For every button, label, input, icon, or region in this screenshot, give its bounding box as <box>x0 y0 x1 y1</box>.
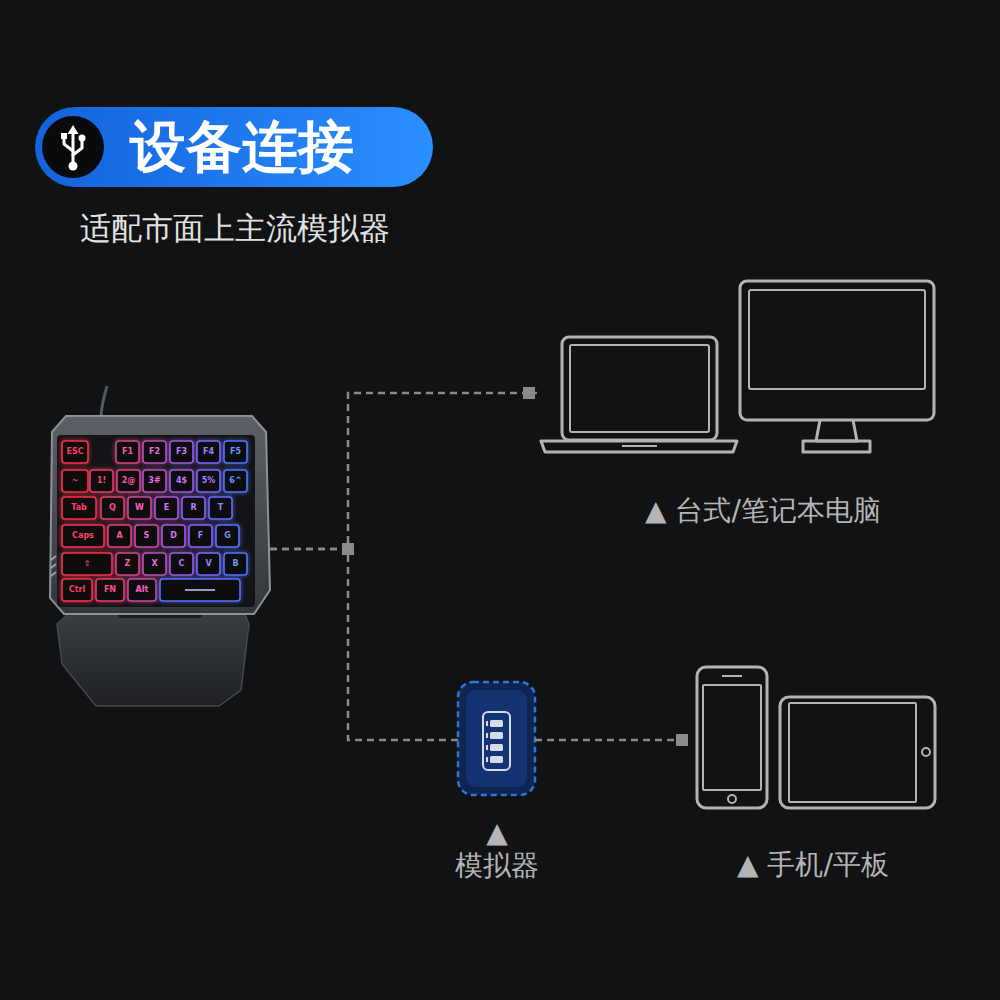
key-legend: E <box>155 497 178 519</box>
key-legend: ESC <box>62 441 88 463</box>
keycap <box>62 441 88 463</box>
key-legend: ~ <box>62 470 88 492</box>
title: 设备连接 <box>130 107 354 187</box>
junction-squares <box>342 387 688 746</box>
key-legend: B <box>224 553 247 575</box>
keycap <box>197 553 220 575</box>
title-pill <box>35 107 433 187</box>
key-legend: R <box>182 497 205 519</box>
emulator-node: ▲ 模拟器 <box>458 682 535 883</box>
keycap <box>197 441 220 463</box>
keycap <box>62 579 92 601</box>
key-legend: X <box>143 553 166 575</box>
device-label: ▲ 模拟器 <box>442 816 552 883</box>
mobile-node: ▲ 手机/平板 <box>690 660 940 882</box>
key-legend: W <box>128 497 151 519</box>
dashed-connector <box>270 549 458 740</box>
keycap <box>96 579 124 601</box>
keycap <box>143 553 166 575</box>
key-legend: 2@ <box>117 470 140 492</box>
device-label: ▲ 台式/笔记本电脑 <box>645 494 940 528</box>
keycap <box>116 553 139 575</box>
key-legend: Z <box>116 553 139 575</box>
keycap <box>143 470 166 492</box>
keycap <box>162 525 185 547</box>
keycap <box>170 553 193 575</box>
key-legend: F5 <box>224 441 247 463</box>
keycap <box>155 497 178 519</box>
mobile-icons <box>697 667 935 808</box>
keycap <box>143 441 166 463</box>
key-legend: 5% <box>197 470 220 492</box>
key-legend: F1 <box>116 441 139 463</box>
keycap <box>101 497 124 519</box>
computer-node: ▲ 台式/笔记本电脑 <box>537 275 940 528</box>
keycap <box>182 497 205 519</box>
keycap <box>62 553 112 575</box>
subtitle: 适配市面上主流模拟器 <box>80 208 390 250</box>
computer-icons <box>541 281 934 452</box>
key-legend: 1! <box>90 470 113 492</box>
key-legend: C <box>170 553 193 575</box>
key-legend: Caps <box>62 525 104 547</box>
dashed-connector <box>270 393 537 549</box>
keycap <box>170 470 193 492</box>
keycap <box>224 470 247 492</box>
key-legend: F4 <box>197 441 220 463</box>
key-legend: S <box>135 525 158 547</box>
keycap <box>135 525 158 547</box>
keycap <box>116 441 139 463</box>
keycap <box>62 525 104 547</box>
keycap <box>62 470 88 492</box>
keycap <box>117 470 140 492</box>
dashed-connector <box>535 739 690 742</box>
keycap <box>216 525 239 547</box>
key-legend: G <box>216 525 239 547</box>
keycap <box>197 470 220 492</box>
key-legend: Alt <box>128 579 156 601</box>
keycap <box>90 470 113 492</box>
keycap <box>224 553 247 575</box>
key-legend: ⇧ <box>62 553 112 575</box>
keycap <box>209 497 232 519</box>
key-legend: 6^ <box>224 470 247 492</box>
keycap <box>108 525 131 547</box>
keycap <box>170 441 193 463</box>
key-legend: Q <box>101 497 124 519</box>
key-legend: F <box>189 525 212 547</box>
key-legend: F2 <box>143 441 166 463</box>
key-legend: D <box>162 525 185 547</box>
key-legend: 4$ <box>170 470 193 492</box>
key-legend: T <box>209 497 232 519</box>
keycap <box>62 497 96 519</box>
key-legend: Ctrl <box>62 579 92 601</box>
key-legend: Tab <box>62 497 96 519</box>
emulator-icon <box>458 682 535 795</box>
key-legend: F3 <box>170 441 193 463</box>
key-legend: V <box>197 553 220 575</box>
device-label: ▲ 手机/平板 <box>737 848 940 882</box>
keycap <box>189 525 212 547</box>
key-legend: A <box>108 525 131 547</box>
keyboard-node: ESC F1F2F3F4F5 ~1!2@3#4$5%6^ TabQWERT CapsAS… <box>48 412 270 608</box>
keycap <box>128 497 151 519</box>
keycap <box>128 579 156 601</box>
key-legend: 3# <box>143 470 166 492</box>
key-legend: FN <box>96 579 124 601</box>
keycap <box>224 441 247 463</box>
keyboard-illustration <box>50 386 270 706</box>
